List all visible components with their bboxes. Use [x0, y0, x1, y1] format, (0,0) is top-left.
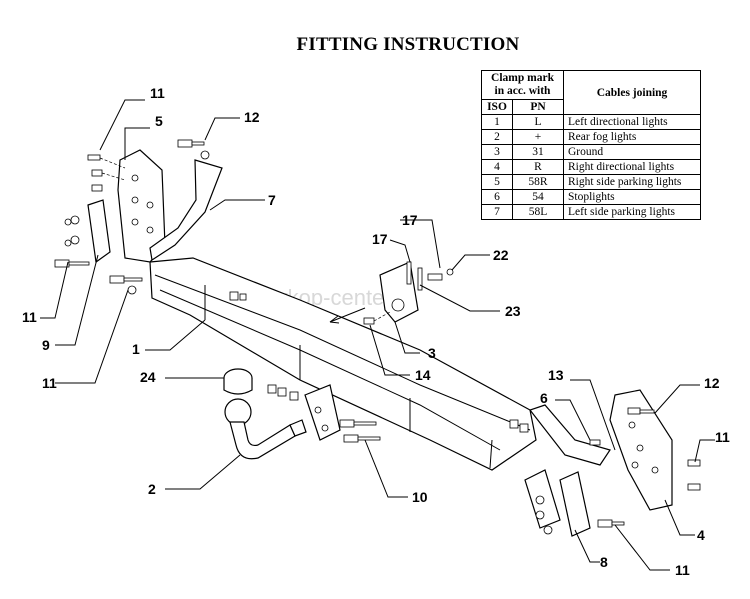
right-bolts-group — [509, 407, 701, 535]
part-label: 11 — [675, 562, 690, 578]
part-label: 4 — [697, 527, 705, 543]
part-label: 9 — [42, 337, 50, 353]
description-cell: Right side parking lights — [563, 174, 701, 190]
clamp-mark-header: Clamp mark in acc. with — [481, 70, 564, 100]
part-label: 11 — [22, 309, 37, 325]
part-label: 14 — [415, 367, 431, 383]
table-row: 3 31 Ground — [481, 144, 701, 160]
part-label: 7 — [268, 192, 276, 208]
pn-cell: 58R — [512, 174, 564, 190]
cable-joining-table: Clamp mark in acc. with Cables joining I… — [481, 70, 701, 220]
right-plate-part — [559, 471, 591, 537]
part-label: 22 — [493, 247, 509, 263]
left-arm-part — [149, 159, 223, 262]
page-title: FITTING INSTRUCTION — [296, 34, 520, 55]
part-label: 8 — [600, 554, 608, 570]
center-clamp-part — [267, 384, 381, 443]
part-labels: 11 5 12 7 11 9 1 11 17 17 22 23 3 14 2 4 … — [22, 85, 730, 578]
left-bracket-part — [117, 149, 166, 263]
part-label: 5 — [155, 113, 163, 129]
part-label: 17 — [372, 231, 388, 247]
clamp-mark-header-line2: in acc. with — [494, 85, 551, 97]
clamp-mark-header-line1: Clamp mark — [491, 72, 554, 84]
socket-bracket-part — [329, 261, 454, 325]
left-plate-part — [87, 199, 111, 264]
leader-lines — [40, 99, 715, 571]
part-label: 12 — [704, 375, 720, 391]
part-label: 24 — [140, 369, 156, 385]
table-row: 7 58L Left side parking lights — [481, 204, 701, 220]
part-label: 13 — [548, 367, 564, 383]
part-label: 2 — [148, 481, 156, 497]
part-label: 10 — [412, 489, 428, 505]
table-row: 4 R Right directional lights — [481, 159, 701, 175]
part-label: 12 — [244, 109, 260, 125]
part-label: 6 — [540, 390, 548, 406]
part-label: 3 — [428, 345, 436, 361]
table-row: 5 58R Right side parking lights — [481, 174, 701, 190]
table-row: 2 + Rear fog lights — [481, 129, 701, 145]
description-cell: Left side parking lights — [563, 204, 701, 220]
part-label: 11 — [42, 375, 57, 391]
part-label: 1 — [132, 341, 140, 357]
left-bolts-group — [54, 139, 247, 301]
towball-part — [223, 368, 307, 460]
pn-header: PN — [512, 99, 564, 115]
part-label: 17 — [402, 212, 418, 228]
right-bracket-part — [609, 389, 673, 511]
part-label: 11 — [150, 85, 165, 101]
part-label: 23 — [505, 303, 521, 319]
crossbar-part — [149, 257, 537, 471]
part-label: 11 — [715, 429, 730, 445]
